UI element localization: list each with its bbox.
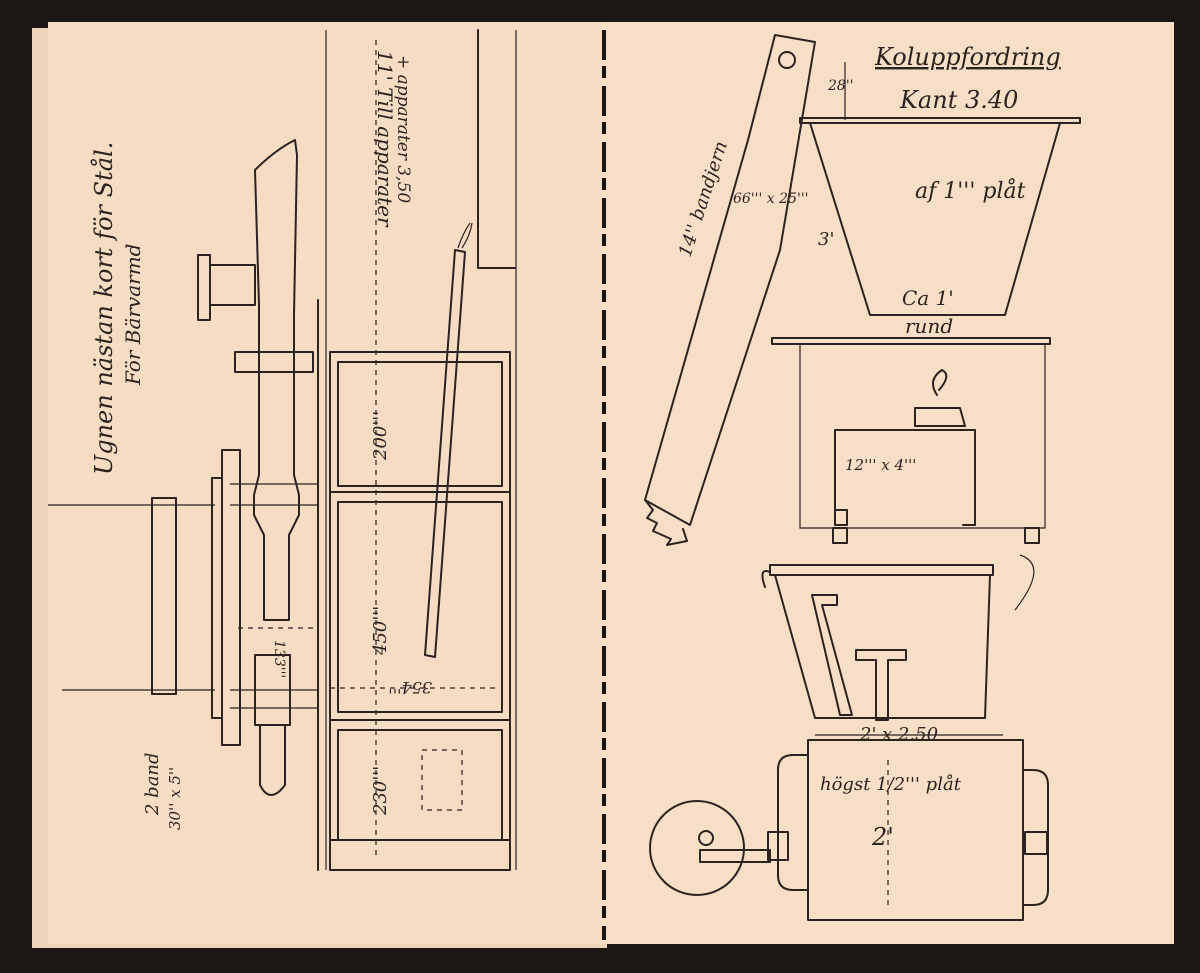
dim-3: 3' [818,229,834,250]
box-plate: högst 1/2''' plåt [820,773,962,795]
furnace-drawing [48,29,517,871]
dim-200: 200''' [370,411,391,461]
dim-354: 354''' [388,678,432,697]
left-title: Ugnen nästan kort för Stål. [89,142,118,475]
plate-label: af 1''' plåt [915,177,1026,204]
round-label-1: Ca 1' [902,286,954,310]
right-title: Koluppfordring [874,43,1061,71]
coal-feeder-drawing [644,34,1081,921]
box-height: 2' [871,823,894,851]
dim-28: 28'' [827,78,854,94]
dim-450: 450''' [370,606,391,656]
dim-230: 230''' [370,766,391,816]
round-label-2: rund [905,314,953,338]
band-size: 30'' x 5'' [166,767,184,830]
bar-size: 66''' x 25''' [733,191,809,207]
pipe-note: 11' Till apparater [373,50,397,228]
box-size: 2' x 2.50 [859,724,938,745]
dim-133: 133''' [271,640,287,678]
left-subtitle: För Bärvarmd [121,244,145,386]
hook-size: 12''' x 4''' [845,456,916,474]
right-page [602,22,1174,944]
left-page [48,22,606,944]
band-label: 2 band [142,752,163,816]
right-subtitle: Kant 3.40 [899,86,1018,114]
pipe-note-2: + apparater 3,50 [393,55,413,203]
